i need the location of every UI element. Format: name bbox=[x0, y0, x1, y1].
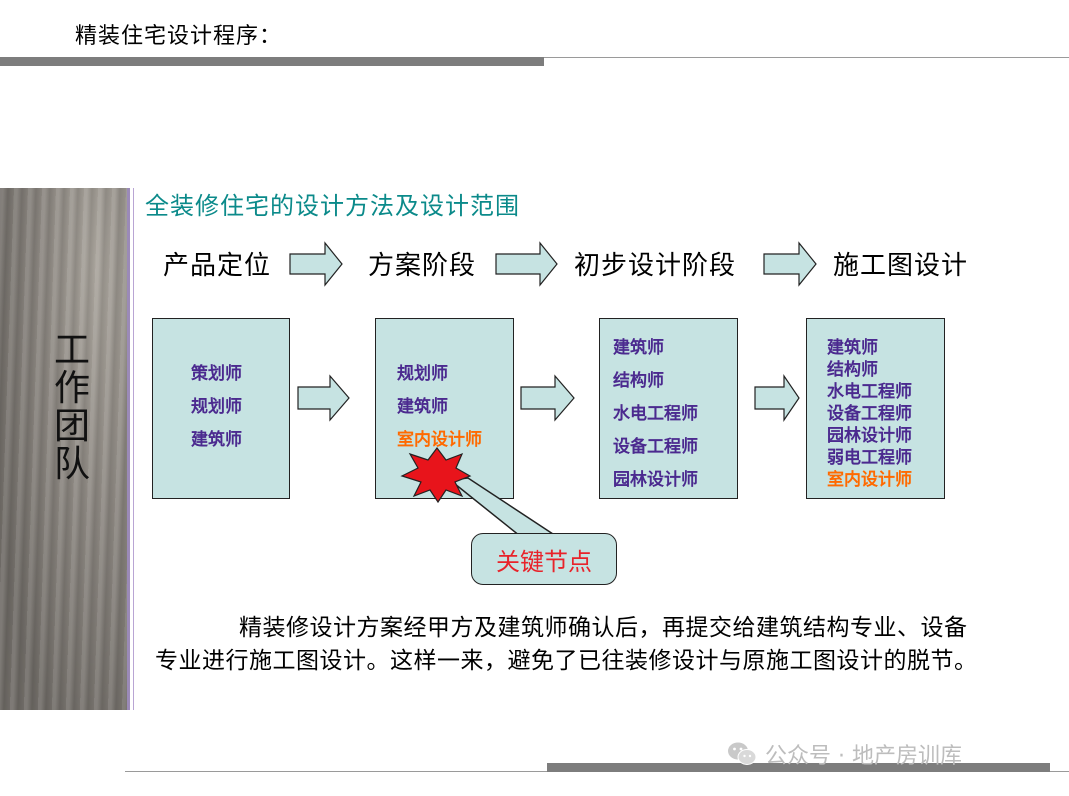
watermark: 公众号 · 地产房训库 bbox=[727, 738, 962, 770]
role-item: 设备工程师 bbox=[613, 437, 698, 457]
role-item-highlight: 室内设计师 bbox=[827, 470, 912, 490]
stage-arrow-icon bbox=[763, 241, 817, 287]
work-team-label: 工作团队 bbox=[53, 330, 90, 485]
box-arrow-icon bbox=[520, 374, 575, 422]
stage-label-construction: 施工图设计 bbox=[833, 251, 969, 281]
footer-rule-thick bbox=[547, 763, 1050, 772]
side-divider-line bbox=[133, 188, 134, 710]
role-item: 建筑师 bbox=[191, 430, 242, 450]
role-item: 规划师 bbox=[397, 364, 448, 384]
team-box-preliminary: 建筑师 结构师 水电工程师 设备工程师 园林设计师 bbox=[599, 318, 738, 499]
stage-label-preliminary: 初步设计阶段 bbox=[574, 251, 737, 281]
header-rule-thick bbox=[0, 57, 544, 66]
role-item: 设备工程师 bbox=[827, 404, 912, 424]
description-paragraph: 精装修设计方案经甲方及建筑师确认后，再提交给建筑结构专业、设备专业进行施工图设计… bbox=[155, 615, 978, 674]
role-item: 建筑师 bbox=[613, 338, 664, 358]
role-item: 园林设计师 bbox=[613, 470, 698, 490]
stage-label-scheme: 方案阶段 bbox=[368, 251, 477, 281]
team-box-construction: 建筑师 结构师 水电工程师 设备工程师 园林设计师 弱电工程师 室内设计师 bbox=[806, 318, 945, 499]
team-box-positioning: 策划师 规划师 建筑师 bbox=[152, 318, 290, 499]
role-item: 结构师 bbox=[613, 371, 664, 391]
role-item: 建筑师 bbox=[827, 338, 878, 358]
stage-label-positioning: 产品定位 bbox=[163, 251, 272, 281]
curtain-side-panel bbox=[0, 188, 130, 710]
header-rule-thin bbox=[544, 57, 1069, 58]
role-item-highlight: 室内设计师 bbox=[397, 430, 482, 450]
role-item: 水电工程师 bbox=[827, 382, 912, 402]
watermark-text: 公众号 · 地产房训库 bbox=[765, 744, 962, 769]
stage-arrow-icon bbox=[495, 241, 558, 287]
stage-arrow-icon bbox=[289, 241, 343, 287]
box-arrow-icon bbox=[754, 374, 800, 422]
role-item: 建筑师 bbox=[397, 397, 448, 417]
section-title: 全装修住宅的设计方法及设计范围 bbox=[145, 192, 520, 220]
role-item: 水电工程师 bbox=[613, 404, 698, 424]
role-item: 弱电工程师 bbox=[827, 448, 912, 468]
starburst-icon bbox=[400, 447, 472, 504]
box-arrow-icon bbox=[297, 374, 350, 422]
callout-pointer bbox=[448, 477, 559, 537]
role-item: 策划师 bbox=[191, 364, 242, 384]
role-item: 园林设计师 bbox=[827, 426, 912, 446]
key-node-callout: 关键节点 bbox=[471, 533, 617, 585]
wechat-icon bbox=[728, 742, 757, 765]
role-item: 结构师 bbox=[827, 360, 878, 380]
role-item: 规划师 bbox=[191, 397, 242, 417]
page-header-title: 精装住宅设计程序： bbox=[75, 24, 283, 49]
